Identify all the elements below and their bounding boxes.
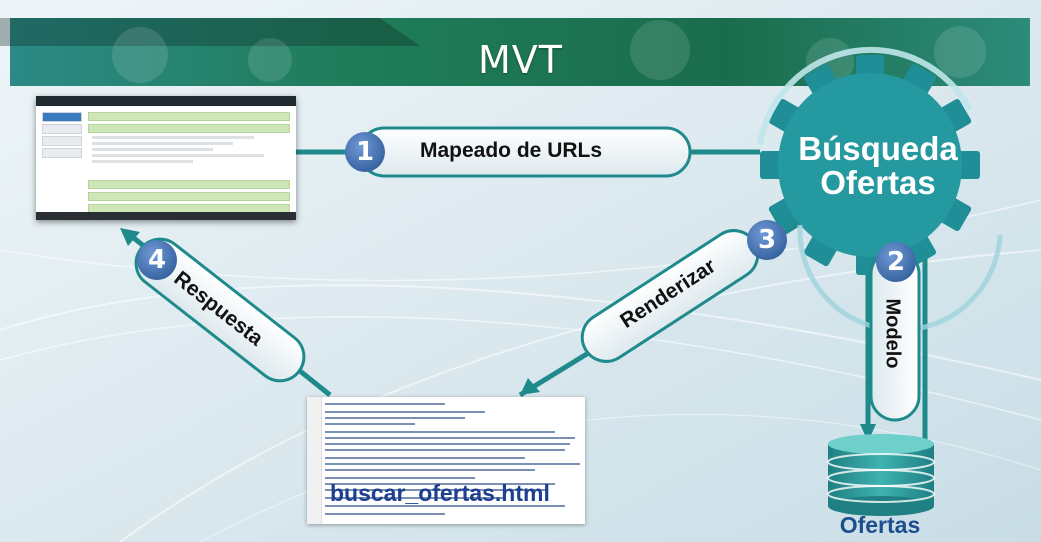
step-1-badge: 1	[345, 132, 385, 172]
diagram-title: MVT	[478, 38, 563, 82]
view-label: Búsqueda Ofertas	[778, 132, 978, 200]
view-label-line2: Ofertas	[820, 164, 936, 201]
template-code-thumbnail	[307, 397, 585, 524]
step-4-badge: 4	[137, 240, 177, 280]
step-2-badge: 2	[876, 242, 916, 282]
step-2-label: Modelo	[881, 298, 904, 369]
step-1-label: Mapeado de URLs	[420, 139, 603, 162]
step-3-badge: 3	[747, 220, 787, 260]
template-file-name: buscar_ofertas.html	[330, 480, 550, 506]
database-label: Ofertas	[839, 512, 921, 538]
view-label-line1: Búsqueda	[798, 130, 958, 167]
browser-screenshot-thumbnail	[36, 96, 296, 220]
